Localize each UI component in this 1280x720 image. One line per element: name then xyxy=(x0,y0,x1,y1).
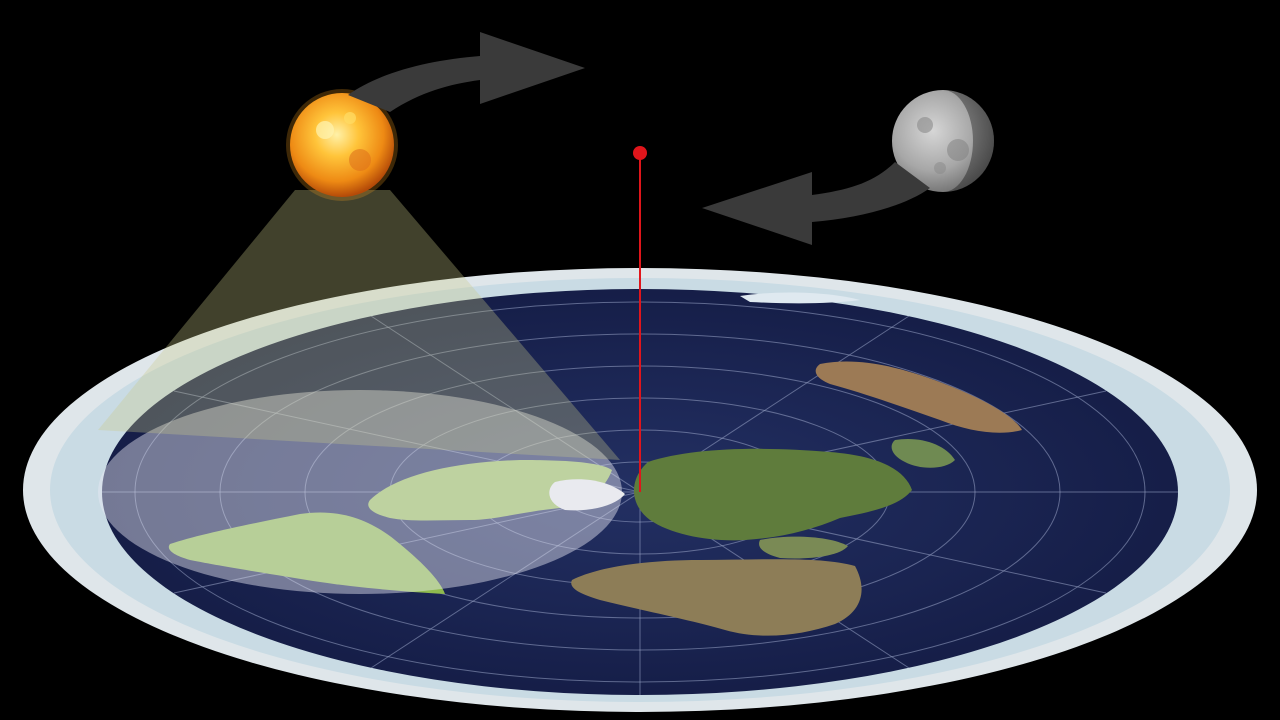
sunlight-beam xyxy=(98,190,620,460)
continent-south-america xyxy=(168,512,445,594)
flat-earth-disc xyxy=(23,268,1257,712)
continent-north-america xyxy=(368,460,612,521)
moon-motion-arrow xyxy=(702,162,930,245)
continent-africa xyxy=(571,559,862,636)
sun-motion-arrow xyxy=(348,32,585,112)
sunlit-area xyxy=(98,390,622,594)
continent-antarctic-islands xyxy=(891,438,955,468)
pole-marker xyxy=(633,146,647,160)
continents xyxy=(168,292,1022,636)
continent-europe xyxy=(759,536,848,559)
center-pole xyxy=(633,146,647,492)
sun-icon xyxy=(286,89,398,201)
continent-asia xyxy=(633,448,912,541)
continent-australia xyxy=(815,361,1022,433)
ice-edge-top xyxy=(740,292,860,304)
continent-greenland xyxy=(549,479,625,511)
moon-icon xyxy=(892,90,994,192)
